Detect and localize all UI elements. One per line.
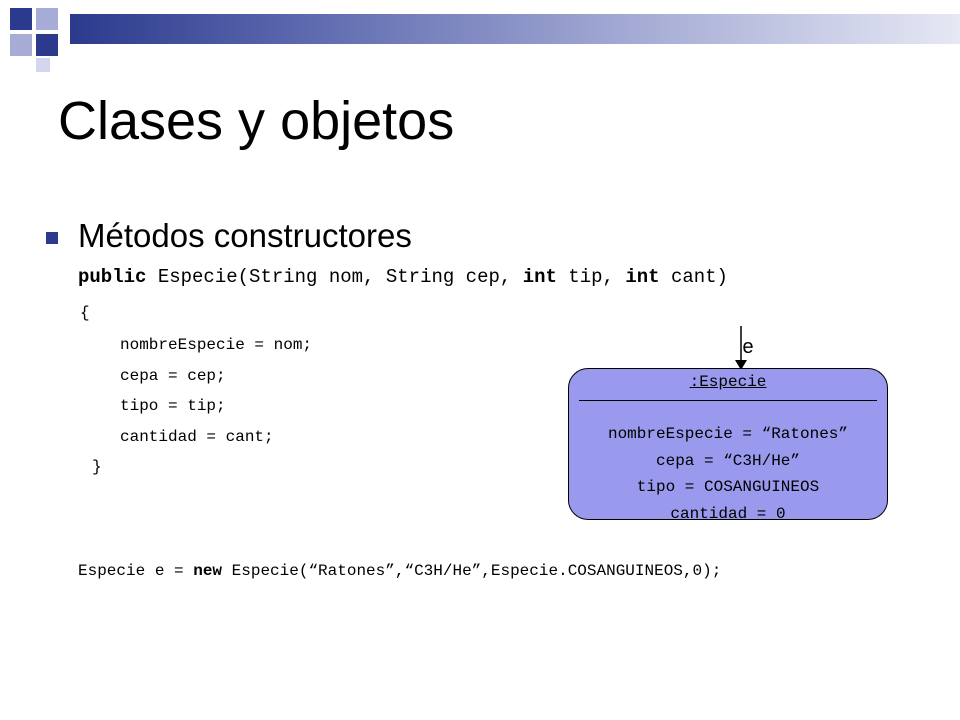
reference-label: e <box>742 337 755 360</box>
uml-attributes: nombreEspecie = “Ratones” cepa = “C3H/He… <box>569 421 887 520</box>
decor-square <box>10 8 32 30</box>
code-text: Especie(“Ratones”,“C3H/He”,Especie.COSAN… <box>222 562 722 580</box>
code-text: tip, <box>556 266 626 288</box>
decor-square <box>36 8 58 30</box>
close-brace: } <box>92 458 102 476</box>
bullet-marker <box>46 232 58 244</box>
keyword: int <box>625 266 660 288</box>
decor-square <box>36 34 58 56</box>
uml-attribute: nombreEspecie = “Ratones” <box>607 425 849 443</box>
keyword: public <box>78 266 147 288</box>
code-line: cepa = cep; <box>120 367 226 385</box>
uml-attribute: tipo = COSANGUINEOS <box>636 478 820 496</box>
code-text: cant) <box>659 266 728 288</box>
uml-attribute: cepa = “C3H/He” <box>655 451 801 470</box>
instantiation-line: Especie e = new Especie(“Ratones”,“C3H/H… <box>78 562 721 580</box>
code-text: Especie(String nom, String cep, <box>146 266 523 288</box>
code-line: cantidad = cant; <box>120 428 274 446</box>
code-text: Especie e = <box>78 562 194 580</box>
uml-object-box: :Especie nombreEspecie = “Ratones” cepa … <box>568 368 888 520</box>
slide-title: Clases y objetos <box>58 91 455 151</box>
uml-attribute: cantidad = 0 <box>670 504 786 520</box>
constructor-signature: public Especie(String nom, String cep, i… <box>78 266 728 288</box>
decor-square <box>36 58 50 72</box>
header-band <box>70 14 960 44</box>
keyword: new <box>193 562 223 580</box>
code-line: nombreEspecie = nom; <box>120 336 313 354</box>
reference-arrow <box>735 326 747 370</box>
code-line: tipo = tip; <box>120 397 226 415</box>
uml-divider <box>579 400 877 401</box>
decor-square <box>10 34 32 56</box>
open-brace: { <box>80 304 90 322</box>
uml-object-name: :Especie <box>689 373 767 391</box>
keyword: int <box>522 266 557 288</box>
bullet-heading: Métodos constructores <box>78 217 412 254</box>
